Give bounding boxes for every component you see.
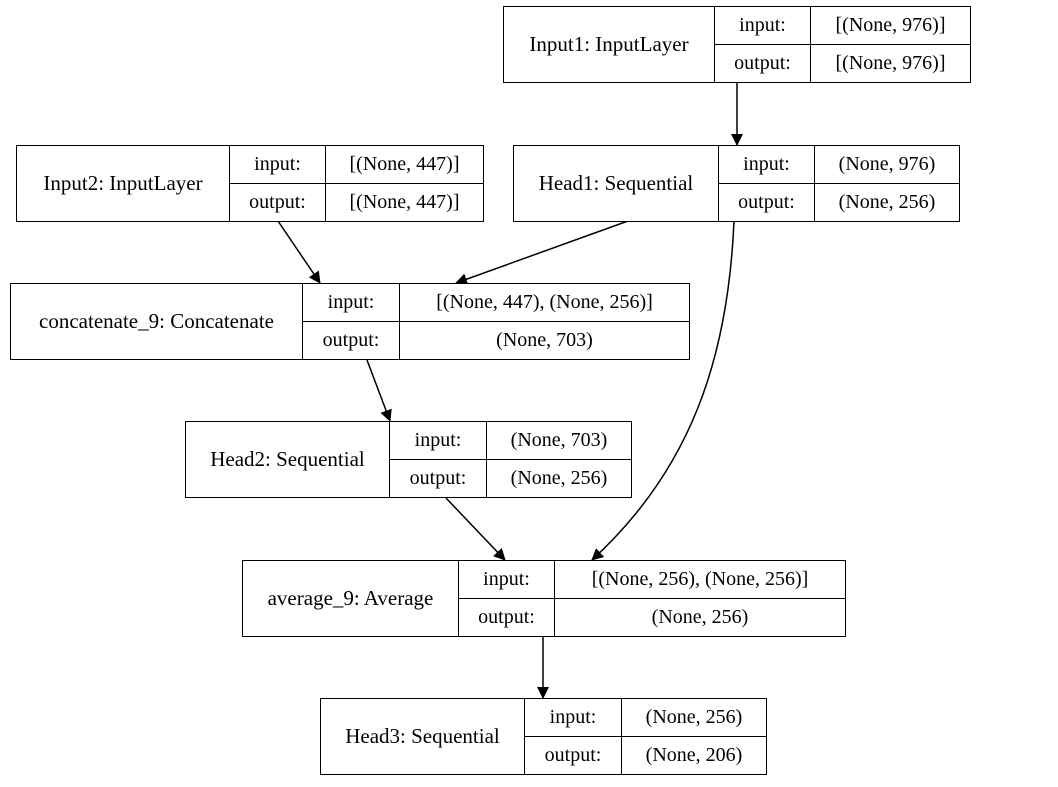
node-head3-name: Head3: Sequential: [321, 699, 525, 774]
edge-input2-concat: [277, 220, 321, 284]
node-head1-name: Head1: Sequential: [514, 146, 719, 221]
node-head2: Head2: Sequential input: (None, 703) outp…: [185, 421, 632, 498]
node-concatenate-output-value: (None, 703): [496, 329, 593, 351]
node-input2: Input2: InputLayer input: [(None, 447)] o…: [16, 145, 484, 222]
node-head1-output-value: (None, 256): [838, 191, 936, 213]
node-head3-output-label: output:: [525, 737, 622, 774]
node-head2-input-label: input:: [390, 422, 487, 459]
node-input1-input-value: [(None, 976)]: [835, 14, 946, 36]
node-head3-input-label: input:: [525, 699, 622, 736]
edge-head1-concat: [455, 220, 629, 285]
node-head2-output-value: (None, 256): [510, 467, 608, 489]
node-average-input-value: [(None, 256), (None, 256)]: [591, 568, 809, 590]
node-input1-output-value: [(None, 976)]: [835, 52, 946, 74]
node-input2-name: Input2: InputLayer: [17, 146, 230, 221]
node-head1-output-label: output:: [719, 184, 815, 221]
node-input1-name: Input1: InputLayer: [504, 7, 715, 82]
node-head3-output-value: (None, 206): [645, 744, 743, 766]
node-average-output-value: (None, 256): [651, 606, 749, 628]
node-concatenate-input-label: input:: [303, 284, 400, 321]
node-head2-input-value: (None, 703): [510, 429, 608, 451]
node-head1-input-label: input:: [719, 146, 815, 183]
node-average-name: average_9: Average: [243, 561, 459, 636]
node-input1-output-label: output:: [715, 45, 811, 82]
node-concatenate: concatenate_9: Concatenate input: [(None,…: [10, 283, 690, 360]
node-head2-name: Head2: Sequential: [186, 422, 390, 497]
node-input2-input-label: input:: [230, 146, 326, 183]
edge-concat-head2: [366, 359, 392, 422]
node-average: average_9: Average input: [(None, 256), (…: [242, 560, 846, 637]
node-input1-input-label: input:: [715, 7, 811, 44]
node-head1: Head1: Sequential input: (None, 976) outp…: [513, 145, 960, 222]
node-average-output-label: output:: [459, 599, 555, 636]
node-concatenate-input-value: [(None, 447), (None, 256)]: [436, 291, 653, 313]
node-head3-input-value: (None, 256): [645, 706, 743, 728]
node-input2-output-value: [(None, 447)]: [349, 191, 460, 213]
node-input1: Input1: InputLayer input: [(None, 976)] o…: [503, 6, 971, 83]
node-concatenate-name: concatenate_9: Concatenate: [11, 284, 303, 359]
edge-head1-average: [591, 220, 735, 561]
node-head1-input-value: (None, 976): [838, 153, 936, 175]
node-concatenate-output-label: output:: [303, 322, 400, 359]
node-head2-output-label: output:: [390, 460, 487, 497]
node-input2-input-value: [(None, 447)]: [349, 153, 460, 175]
node-head3: Head3: Sequential input: (None, 256) outp…: [320, 698, 767, 775]
edge-head2-average: [445, 497, 506, 561]
node-average-input-label: input:: [459, 561, 555, 598]
node-input2-output-label: output:: [230, 184, 326, 221]
